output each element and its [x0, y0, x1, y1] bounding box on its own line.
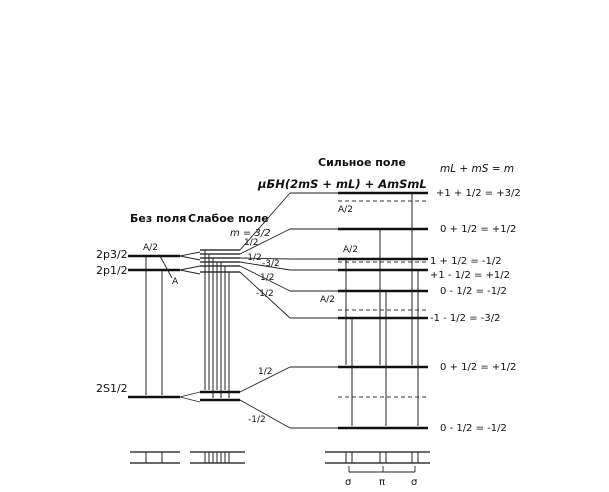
a-pointer [159, 255, 173, 279]
strong-label-4: +1 - 1/2 = +1/2 [430, 270, 510, 281]
weak-m-5: -1/2 [256, 289, 274, 299]
weak-m-label: m = 3/2 [230, 228, 271, 239]
const-a-half-1: A/2 [143, 243, 158, 253]
conn-ws-1 [239, 192, 291, 251]
strong-label-7: 0 + 1/2 = +1/2 [440, 362, 516, 373]
strong-label-5: 0 - 1/2 = -1/2 [440, 286, 507, 297]
const-a-half-3: A/2 [343, 245, 358, 255]
strong-label-8: 0 - 1/2 = -1/2 [440, 423, 507, 434]
conn-ws-4 [239, 261, 291, 271]
conn-p32-weak-b [179, 255, 201, 261]
strong-field-hamiltonian: μБH(2mS + mL) + AmSmL [257, 177, 427, 191]
no-field-header: Без поля [130, 212, 186, 225]
conn-ws-7 [239, 366, 291, 393]
weak-m-3: -3/2 [262, 259, 280, 269]
conn-ws-6 [239, 271, 291, 319]
conn-ws-5 [239, 265, 291, 292]
pol-sigma-2: σ [411, 477, 418, 488]
conn-p32-weak-a [179, 251, 201, 257]
conn-ws-3 [239, 257, 291, 260]
strong-label-1: +1 + 1/2 = +3/2 [436, 188, 521, 199]
weak-m-7: -1/2 [248, 415, 266, 425]
conn-p12-weak-a [179, 265, 201, 271]
conn-ws-2 [239, 228, 291, 255]
weak-m-4: 1/2 [260, 273, 274, 283]
const-a-full: A [172, 277, 179, 287]
const-a-half-4: A/2 [320, 295, 335, 305]
conn-s12-weak-b [179, 396, 201, 403]
weak-m-1: 1/2 [244, 238, 258, 248]
pol-pi: π [379, 477, 385, 488]
term-2p32: 2p3/2 [96, 248, 128, 261]
term-2s12: 2S1/2 [96, 382, 128, 395]
weak-field-header: Слабое поле [188, 212, 269, 225]
strong-label-2: 0 + 1/2 = +1/2 [440, 224, 516, 235]
pol-sigma-1: σ [345, 477, 352, 488]
strong-field-header: Сильное поле [318, 156, 406, 169]
const-a-half-2: A/2 [338, 205, 353, 215]
quantum-relation-label: mL + mS = m [440, 163, 514, 175]
term-2p12: 2p1/2 [96, 264, 128, 277]
strong-label-6: -1 - 1/2 = -3/2 [430, 313, 500, 324]
weak-m-6: 1/2 [258, 367, 272, 377]
conn-p12-weak-b [179, 269, 201, 275]
conn-ws-8 [239, 399, 291, 429]
conn-s12-weak-a [179, 391, 201, 398]
strong-label-3: 1 + 1/2 = -1/2 [430, 256, 502, 267]
